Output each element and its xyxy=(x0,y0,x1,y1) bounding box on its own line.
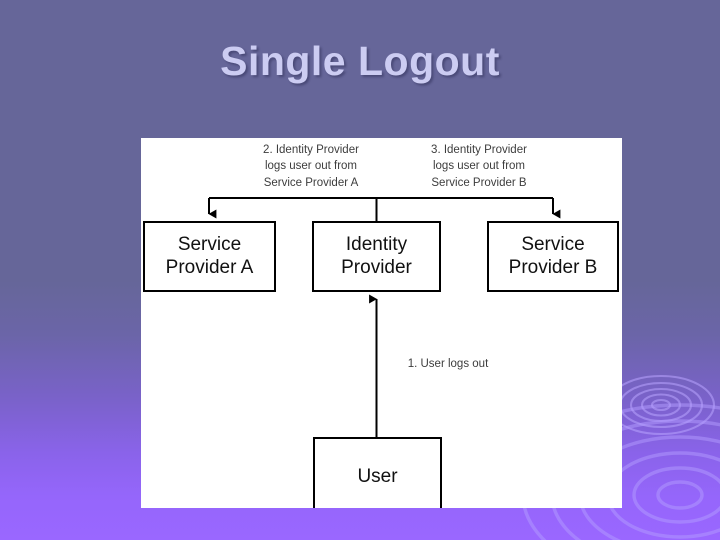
node-identity-provider[interactable]: Identity Provider xyxy=(312,221,441,292)
node-service-provider-a[interactable]: Service Provider A xyxy=(143,221,276,292)
step-1-label: 1. User logs out xyxy=(407,358,489,370)
page-title: Single Logout xyxy=(220,38,500,84)
node-user[interactable]: User xyxy=(313,437,442,508)
node-service-provider-b[interactable]: Service Provider B xyxy=(487,221,619,292)
step-2-label: 2. Identity Provider logs user out from … xyxy=(263,144,359,189)
diagram-panel: 2. Identity Provider logs user out from … xyxy=(141,138,622,508)
step-3-label: 3. Identity Provider logs user out from … xyxy=(431,144,527,189)
